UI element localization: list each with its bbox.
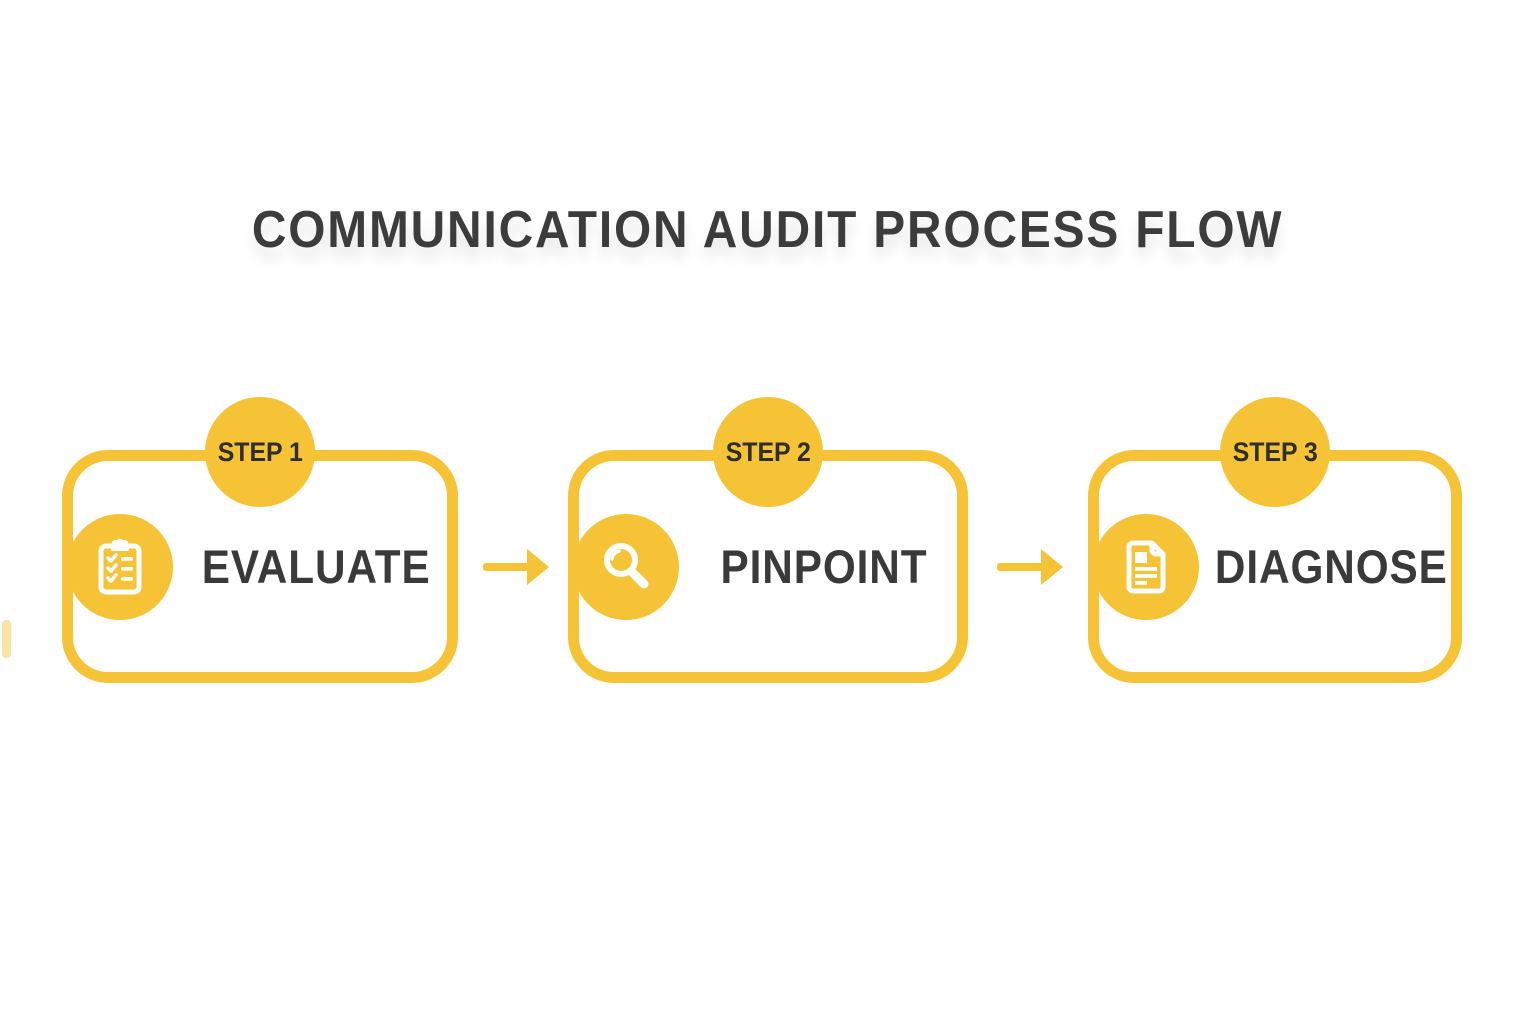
arrow-head bbox=[527, 549, 549, 585]
step-1-name: EVALUATE bbox=[201, 540, 431, 593]
stray-edge-mark bbox=[2, 620, 11, 658]
step-3-badge-label: STEP 3 bbox=[1232, 436, 1318, 467]
document-report-glyph bbox=[1126, 540, 1166, 593]
step-3-badge: STEP 3 bbox=[1220, 397, 1330, 507]
step-2-badge-label: STEP 2 bbox=[725, 436, 811, 467]
step-1-badge: STEP 1 bbox=[205, 397, 315, 507]
document-report-icon bbox=[1093, 513, 1199, 620]
step-card-pinpoint: STEP 2 PINPOINT bbox=[568, 397, 968, 683]
flow-arrow-2 bbox=[997, 549, 1063, 585]
arrow-head bbox=[1041, 549, 1063, 585]
step-2-badge: STEP 2 bbox=[713, 397, 823, 507]
magnifying-glass-glyph bbox=[604, 542, 649, 588]
flow-arrow-1 bbox=[483, 549, 549, 585]
step-2-name: PINPOINT bbox=[720, 540, 928, 593]
arrow-shaft bbox=[997, 563, 1043, 571]
step-card-evaluate: STEP 1 EVALUATE bbox=[62, 397, 458, 683]
step-1-badge-label: STEP 1 bbox=[217, 436, 303, 467]
step-3-name: DIAGNOSE bbox=[1214, 540, 1448, 593]
page-title-text: COMMUNICATION AUDIT PROCESS FLOW bbox=[252, 201, 1284, 259]
arrow-shaft bbox=[483, 563, 529, 571]
page-title: COMMUNICATION AUDIT PROCESS FLOW bbox=[0, 198, 1536, 275]
clipboard-checklist-glyph bbox=[98, 538, 142, 594]
clipboard-checklist-icon bbox=[67, 513, 173, 620]
step-card-diagnose: STEP 3 DIAGNOSE bbox=[1088, 397, 1462, 683]
magnifying-glass-icon bbox=[573, 513, 679, 620]
